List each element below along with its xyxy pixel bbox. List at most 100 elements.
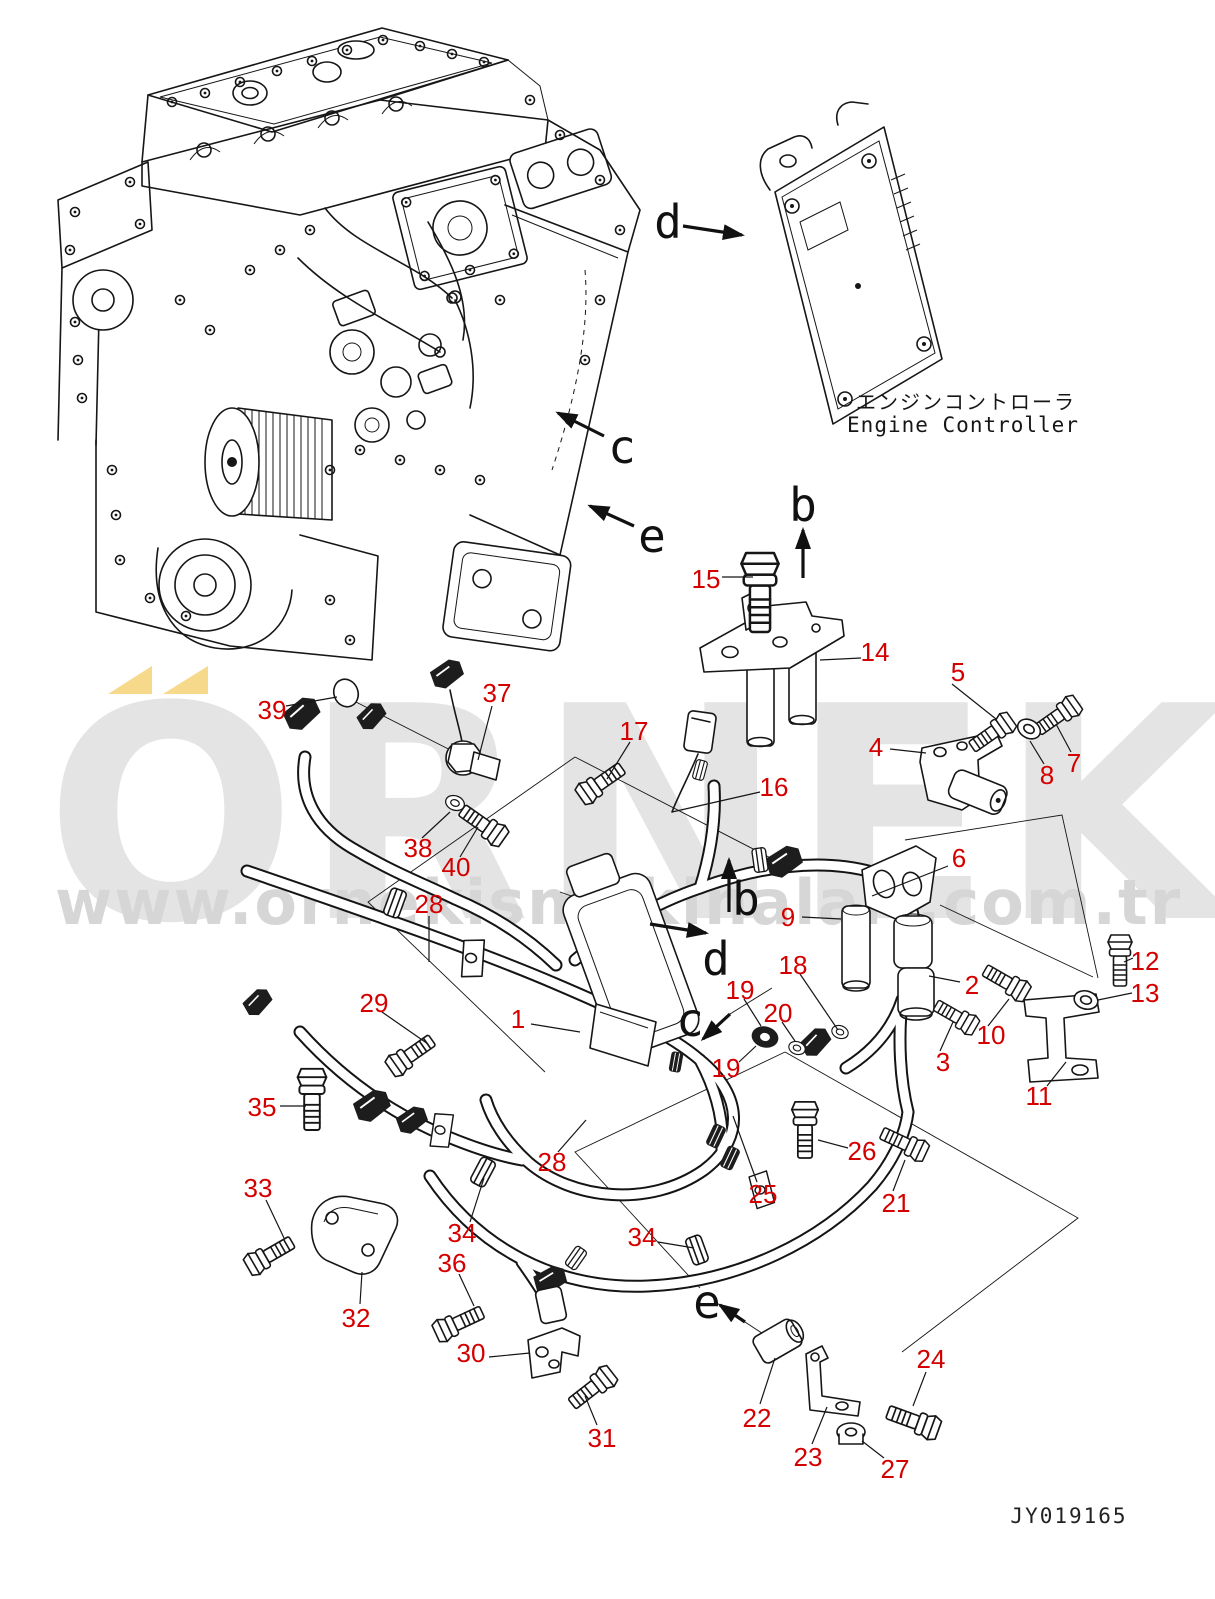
view-arrow-e: [587, 504, 635, 528]
leader-line-27: [861, 1440, 885, 1459]
callout-19: 19: [712, 1053, 741, 1083]
view-label-e: e: [638, 509, 666, 563]
callout-19: 19: [726, 975, 755, 1005]
view-arrow-d: [682, 224, 745, 241]
leader-line-23: [811, 1406, 828, 1445]
view-label-d: d: [702, 932, 730, 986]
leader-line-34: [657, 1241, 695, 1249]
callout-11: 11: [1026, 1081, 1053, 1111]
callout-33: 33: [244, 1173, 273, 1203]
view-arrow-e: [717, 1303, 746, 1324]
callout-29: 29: [360, 988, 389, 1018]
callout-39: 39: [258, 695, 287, 725]
engine-assembly-drawing: [57, 27, 641, 661]
callout-17: 17: [620, 716, 649, 746]
connector-36: [531, 1262, 570, 1325]
leader-lines: [265, 576, 1134, 1459]
leader-line-17: [606, 741, 631, 780]
callout-4: 4: [869, 732, 883, 762]
callout-8: 8: [1040, 760, 1054, 790]
harness-block: [562, 852, 700, 1057]
callout-16: 16: [760, 772, 789, 802]
callout-40: 40: [442, 852, 471, 882]
leader-line-16: [671, 791, 761, 813]
leader-line-11: [1046, 1061, 1067, 1087]
leader-line-19: [738, 1045, 757, 1063]
view-label-e: e: [693, 1275, 721, 1329]
leader-line-26: [817, 1139, 849, 1149]
leader-line-9: [801, 916, 842, 920]
callout-38: 38: [404, 833, 433, 863]
callout-23: 23: [794, 1442, 823, 1472]
wiring-harness-drawing: [239, 551, 1133, 1445]
leader-line-4: [889, 748, 927, 754]
callout-7: 7: [1067, 748, 1081, 778]
leader-line-6: [871, 865, 949, 897]
bracket-14: [699, 589, 845, 748]
bracket-32: [310, 1195, 399, 1275]
cylinder-9: [841, 904, 871, 992]
leader-line-13: [1097, 992, 1133, 1001]
leader-line-5: [951, 683, 997, 720]
projection-line: [904, 814, 1099, 979]
leader-line-40: [459, 826, 479, 858]
connector-16: [671, 710, 717, 813]
leader-line-39: [285, 696, 338, 707]
callout-1: 1: [511, 1004, 525, 1034]
projection-line: [729, 987, 773, 1015]
leader-line-33: [265, 1199, 285, 1239]
callout-14: 14: [861, 637, 890, 667]
controller-label-english: Engine Controller: [847, 413, 1079, 437]
leader-line-36: [458, 1273, 475, 1307]
callout-30: 30: [457, 1338, 486, 1368]
callout-28: 28: [538, 1147, 567, 1177]
leader-line-1: [530, 1023, 581, 1033]
callout-34: 34: [448, 1218, 477, 1248]
watermark-accent-triangle: [163, 666, 208, 694]
cylinder-2: [893, 913, 935, 1021]
view-arrow-c: [700, 1012, 732, 1042]
leader-line-24: [912, 1371, 927, 1407]
bracket-30: [527, 1327, 581, 1379]
callout-37: 37: [483, 678, 512, 708]
leader-line-2: [928, 975, 961, 983]
leader-line-14: [819, 657, 862, 661]
callout-22: 22: [743, 1403, 772, 1433]
callout-2: 2: [965, 970, 979, 1000]
callout-18: 18: [779, 950, 808, 980]
callout-26: 26: [848, 1136, 877, 1166]
leader-line-37: [477, 705, 493, 761]
view-arrow-d: [649, 922, 709, 938]
leader-line-22: [759, 1357, 776, 1405]
bracket-6: [861, 845, 937, 921]
callout-35: 35: [248, 1092, 277, 1122]
leader-line-18: [799, 973, 839, 1031]
leader-line-7: [1055, 723, 1072, 753]
callout-3: 3: [936, 1047, 950, 1077]
callout-20: 20: [764, 998, 793, 1028]
callout-15: 15: [692, 564, 721, 594]
projection-line: [367, 756, 576, 1073]
callout-28: 28: [415, 889, 444, 919]
bracket-4: [919, 731, 1008, 815]
bracket-23: [805, 1345, 861, 1417]
spacer-22: [752, 1318, 805, 1364]
callout-24: 24: [917, 1344, 946, 1374]
callout-6: 6: [952, 843, 966, 873]
view-arrow-c: [555, 411, 605, 438]
view-label-b: b: [732, 872, 760, 926]
leader-line-19: [743, 998, 762, 1027]
callout-12: 12: [1131, 946, 1160, 976]
callout-34: 34: [628, 1222, 657, 1252]
callout-27: 27: [881, 1454, 910, 1484]
view-label-b: b: [789, 478, 817, 532]
leader-line-12: [1123, 957, 1134, 963]
leader-line-32: [359, 1271, 363, 1305]
drawing-number: JY019165: [1010, 1504, 1127, 1528]
callout-32: 32: [342, 1303, 371, 1333]
engine-controller-drawing: エンジンコントローラ Engine Controller: [759, 101, 1079, 437]
leader-line-3: [939, 1021, 954, 1052]
leader-line-34: [469, 1177, 485, 1223]
